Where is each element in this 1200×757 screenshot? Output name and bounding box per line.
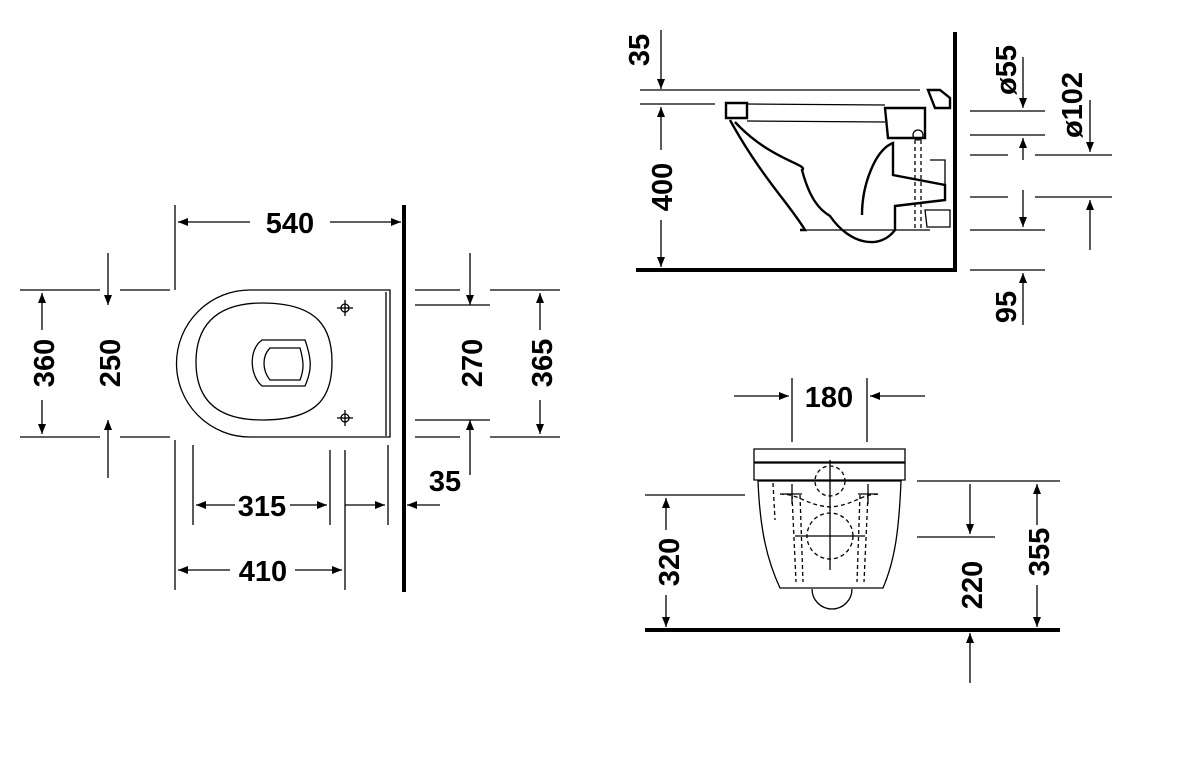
dim-diameter-102: ø102 — [1057, 72, 1089, 138]
side-view: 35 400 ø55 ø102 95 — [624, 30, 1112, 325]
dim-410: 410 — [239, 556, 287, 588]
seat-opening — [195, 302, 333, 421]
dim-355: 355 — [1024, 528, 1056, 576]
dim-320: 320 — [654, 538, 686, 586]
fixing-hole-icon — [782, 484, 878, 504]
dim-220: 220 — [957, 561, 989, 609]
dim-365: 365 — [527, 339, 559, 387]
front-view: 180 320 220 355 — [645, 378, 1060, 683]
dim-250: 250 — [95, 339, 127, 387]
bowl-body — [757, 480, 902, 589]
bowl-outlet — [251, 339, 311, 387]
dim-95: 95 — [991, 291, 1023, 323]
dim-270: 270 — [457, 339, 489, 387]
dim-35-seat: 35 — [624, 34, 656, 66]
dim-360: 360 — [29, 339, 61, 387]
fixing-hole-icon — [337, 300, 353, 426]
dim-400: 400 — [647, 163, 679, 211]
dim-35-wall: 35 — [429, 466, 461, 498]
bowl-outline — [175, 289, 391, 438]
dim-180: 180 — [805, 382, 853, 414]
plan-view: 540 360 250 270 365 315 35 41 — [20, 205, 560, 592]
dim-540: 540 — [266, 208, 314, 240]
dim-315: 315 — [238, 491, 286, 523]
dim-diameter-55: ø55 — [991, 45, 1023, 95]
